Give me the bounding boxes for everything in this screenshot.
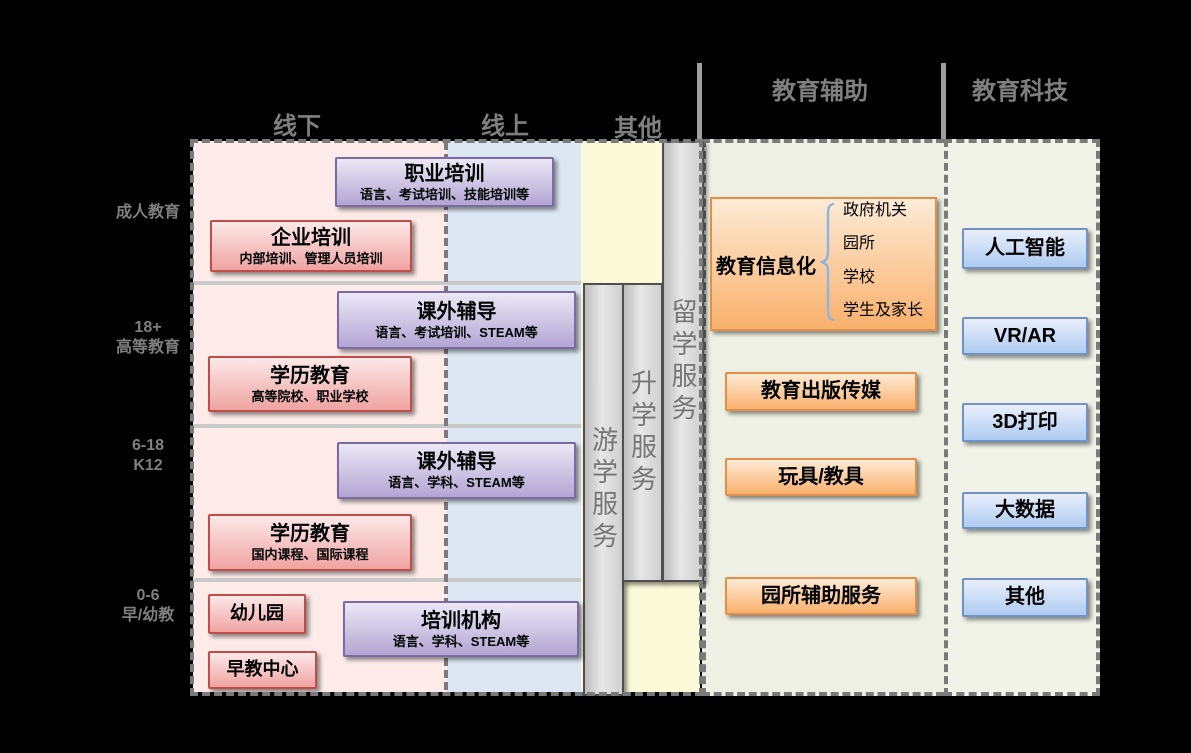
divider-tech (941, 63, 946, 141)
box-subtitle: 语言、学科、STEAM等 (392, 633, 530, 649)
header-edu-support: 教育辅助 (772, 78, 868, 105)
box-kindergarten-support: 园所辅助服务 (725, 577, 917, 615)
box-title: 大数据 (995, 499, 1055, 521)
box-title: 学历教育 (270, 364, 350, 387)
box-title: 培训机构 (421, 609, 501, 632)
box-title: 3D打印 (992, 411, 1058, 433)
box-kindergarten: 幼儿园 (208, 594, 306, 634)
offline-online-divider (444, 142, 448, 690)
box-subtitle: 语言、学科、STEAM等 (388, 475, 525, 491)
bar-label: 游学服务 (588, 425, 619, 554)
informatization-item: 学生及家长 (843, 301, 924, 319)
row-separator (194, 578, 581, 582)
box-subtitle: 语言、考试培训、STEAM等 (375, 324, 538, 340)
row-separator (194, 424, 581, 428)
age-label-adult: 成人教育 (88, 203, 208, 223)
header-offline: 线下 (273, 113, 321, 140)
age-label-line: 高等教育 (115, 339, 180, 356)
box-toys-teaching-aids: 玩具/教具 (725, 458, 917, 496)
informatization-items: 政府机关 园所 学校 学生及家长 (843, 202, 923, 320)
age-label-line: 早/幼教 (121, 607, 175, 624)
box-academic-k12: 学历教育 国内课程、国际课程 (208, 514, 412, 571)
informatization-item: 园所 (843, 235, 876, 253)
box-tutoring-higher: 课外辅导 语言、考试培训、STEAM等 (337, 291, 576, 349)
age-label-line: 成人教育 (115, 204, 180, 221)
bar-study-abroad: 留学服务 (662, 141, 704, 582)
main-panel-border (190, 139, 703, 696)
header-online: 线上 (481, 113, 529, 140)
brace-icon (820, 202, 835, 322)
header-other: 其他 (614, 115, 662, 142)
online-column (447, 141, 581, 692)
age-label-line: 18+ (134, 319, 162, 336)
box-title: 课外辅导 (416, 300, 497, 323)
box-title: 学历教育 (270, 523, 350, 546)
age-label-line: K12 (133, 457, 163, 474)
box-title: 职业培训 (404, 162, 485, 185)
box-big-data: 大数据 (962, 492, 1088, 529)
box-title: 企业培训 (271, 226, 351, 249)
age-label-k12: 6-18 K12 (88, 436, 208, 476)
age-label-line: 6-18 (131, 437, 165, 454)
box-title: 园所辅助服务 (761, 584, 881, 607)
bar-study-tour: 游学服务 (583, 283, 624, 696)
informatization-title: 教育信息化 (716, 256, 816, 278)
box-subtitle: 语言、考试培训、技能培训等 (359, 186, 529, 202)
informatization-item: 学校 (843, 268, 876, 286)
box-academic-higher: 学历教育 高等院校、职业学校 (208, 356, 412, 412)
box-title: 玩具/教具 (778, 465, 864, 488)
box-subtitle: 内部培训、管理人员培训 (239, 250, 383, 266)
row-separator (194, 281, 581, 285)
box-edu-publishing: 教育出版传媒 (725, 372, 917, 411)
box-early-edu-center: 早教中心 (208, 651, 317, 689)
divider-support (697, 63, 702, 141)
box-vocational-training: 职业培训 语言、考试培训、技能培训等 (335, 157, 554, 207)
age-label-18plus: 18+ 高等教育 (88, 318, 208, 358)
bar-label: 升学服务 (627, 368, 658, 497)
informatization-item: 政府机关 (843, 202, 908, 219)
box-title: 幼儿园 (230, 603, 284, 624)
age-label-early: 0-6 早/幼教 (88, 586, 208, 626)
box-subtitle: 高等院校、职业学校 (251, 388, 369, 404)
box-other-tech: 其他 (962, 578, 1088, 617)
age-label-line: 0-6 (136, 587, 160, 604)
box-title: 早教中心 (226, 659, 299, 680)
box-vr-ar: VR/AR (962, 317, 1088, 355)
box-training-institution: 培训机构 语言、学科、STEAM等 (343, 601, 579, 657)
box-corporate-training: 企业培训 内部培训、管理人员培训 (210, 220, 412, 272)
box-ai: 人工智能 (962, 228, 1088, 269)
box-subtitle: 国内课程、国际课程 (251, 547, 369, 563)
box-3d-printing: 3D打印 (962, 403, 1088, 442)
bar-label: 留学服务 (668, 297, 698, 426)
box-title: 课外辅导 (416, 451, 497, 474)
box-title: 其他 (1005, 586, 1045, 608)
box-title: 教育出版传媒 (761, 380, 881, 402)
bar-school-admission: 升学服务 (622, 283, 663, 582)
box-title: 人工智能 (985, 237, 1065, 259)
box-tutoring-k12: 课外辅导 语言、学科、STEAM等 (337, 442, 576, 499)
box-title: VR/AR (993, 324, 1057, 347)
header-edu-tech: 教育科技 (972, 78, 1068, 105)
